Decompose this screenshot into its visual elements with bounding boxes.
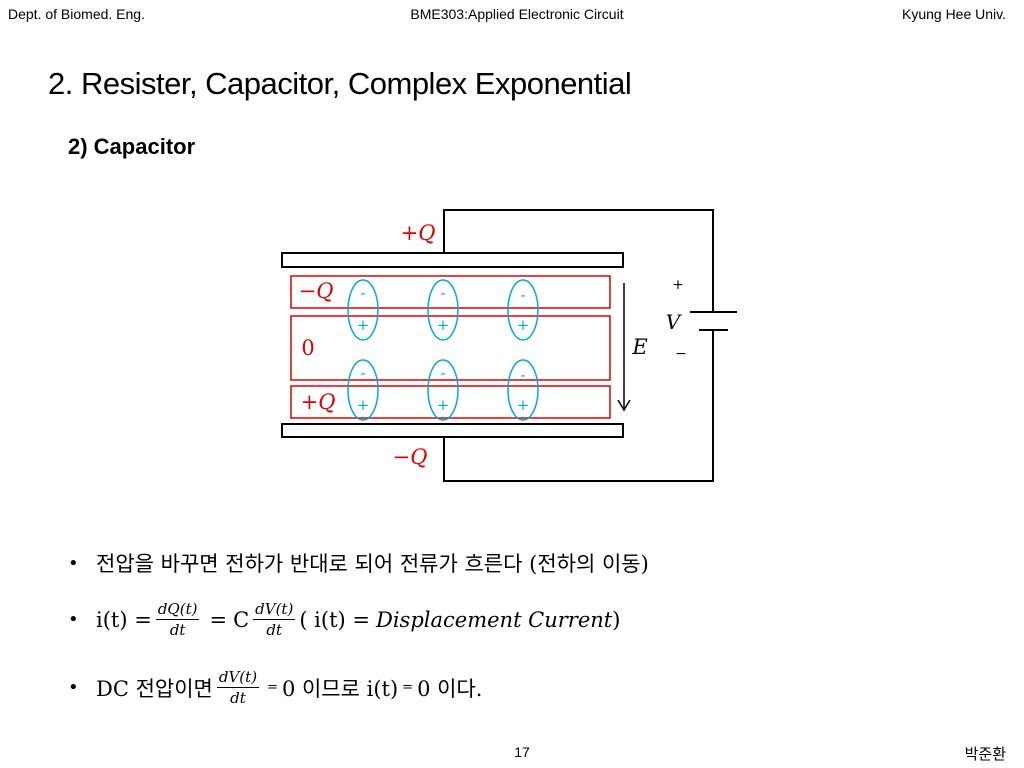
bullet-dot: • xyxy=(68,609,79,630)
fraction-dq-dt: dQ(t) dt xyxy=(155,600,200,639)
header-university: Kyung Hee Univ. xyxy=(901,6,1006,22)
dipole-plus: + xyxy=(437,316,450,334)
section-title: 2) Capacitor xyxy=(68,134,196,159)
dc-text-mid: 0 이므로 i(t) xyxy=(281,676,399,701)
author-name: 박준환 xyxy=(964,746,1006,763)
bullet-dc-voltage: • DC 전압이면 dV(t) dt = 0 이므로 i(t) = 0 이다. xyxy=(68,668,482,707)
fraction-dv-dt: dV(t) dt xyxy=(216,668,260,707)
fraction-numerator: dQ(t) xyxy=(155,600,200,620)
equation-lhs: i(t) = xyxy=(96,607,152,632)
displacement-current-term: Displacement Current xyxy=(376,607,613,632)
layer-top xyxy=(290,275,611,309)
layer-middle xyxy=(290,315,611,381)
equation-paren-close: ) xyxy=(612,607,621,632)
fraction-denominator: dt xyxy=(266,621,283,639)
battery-voltage-label: V xyxy=(666,310,683,334)
slide-title: 2. Resister, Capacitor, Complex Exponent… xyxy=(48,66,632,101)
dipole-minus: - xyxy=(440,364,445,382)
header-department: Dept. of Biomed. Eng. xyxy=(8,6,145,22)
capacitance-symbol: C xyxy=(233,607,250,632)
dipole-minus: - xyxy=(520,366,525,384)
bullet-dot: • xyxy=(68,552,79,574)
equation-paren-open: ( i(t) = xyxy=(299,607,370,632)
equals-sign: = xyxy=(267,680,278,695)
dipole-ellipse xyxy=(427,279,459,341)
bottom-plate xyxy=(281,423,624,438)
dipole-plus: + xyxy=(357,396,370,414)
bottom-plate-charge: −Q xyxy=(393,445,428,469)
dipole-minus: - xyxy=(360,364,365,382)
layer-bottom xyxy=(290,385,611,419)
dipole-plus: + xyxy=(517,396,530,414)
bullet-dot: • xyxy=(68,677,79,698)
battery-plus-label: + xyxy=(672,277,684,293)
fraction-denominator: dt xyxy=(169,621,186,639)
layer-top-charge: −Q xyxy=(299,279,334,303)
battery-minus-label: − xyxy=(675,346,687,362)
top-plate-charge: +Q xyxy=(401,221,436,245)
dipole-minus: - xyxy=(520,286,525,304)
equals-sign: = xyxy=(402,680,414,695)
dipole-plus: + xyxy=(437,396,450,414)
dipole-plus: + xyxy=(357,316,370,334)
dipole-ellipse xyxy=(507,279,539,341)
layer-middle-charge: 0 xyxy=(301,336,314,360)
dc-text-end: 0 이다. xyxy=(417,676,483,701)
fraction-denominator: dt xyxy=(230,689,246,707)
fraction-numerator: dV(t) xyxy=(216,668,260,688)
bullet-current-equation: • i(t) = dQ(t) dt = C dV(t) dt ( i(t) = … xyxy=(68,600,620,639)
dipole-group-upper: - - - + + + xyxy=(347,279,539,341)
dipole-ellipse xyxy=(507,359,539,421)
fraction-dv-dt: dV(t) dt xyxy=(253,600,296,639)
bullet-text: 전압을 바꾸면 전하가 반대로 되어 전류가 흐른다 (전하의 이동) xyxy=(96,552,649,576)
wire-top xyxy=(443,209,714,312)
page-number: 17 xyxy=(514,744,530,760)
wire-bottom xyxy=(443,330,714,482)
dipole-minus: - xyxy=(360,284,365,302)
header-course: BME303:Applied Electronic Circuit xyxy=(410,6,624,22)
dipole-minus: - xyxy=(440,284,445,302)
dipole-ellipse xyxy=(347,359,379,421)
bullet-voltage-reversal: • 전압을 바꾸면 전하가 반대로 되어 전류가 흐른다 (전하의 이동) xyxy=(68,548,649,578)
field-arrow-head xyxy=(617,399,631,412)
dipole-plus: + xyxy=(517,316,530,334)
top-plate xyxy=(281,252,624,268)
layer-bottom-charge: +Q xyxy=(301,390,336,414)
dipole-ellipse xyxy=(347,279,379,341)
field-label: E xyxy=(631,335,647,359)
equals-sign: = xyxy=(209,607,228,632)
dipole-ellipse xyxy=(427,359,459,421)
fraction-numerator: dV(t) xyxy=(253,600,296,620)
dipole-group-lower: - - - + + + xyxy=(347,359,539,421)
dc-text-pre: DC 전압이면 xyxy=(96,676,213,701)
